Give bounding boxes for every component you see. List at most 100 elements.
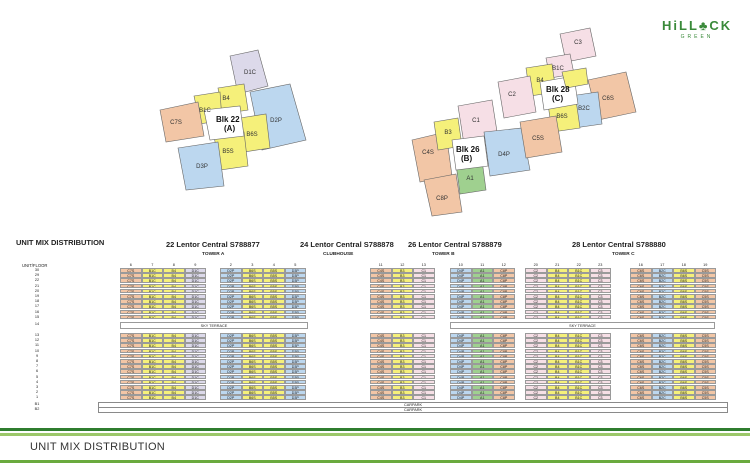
unit-cell: C6S: [630, 338, 652, 343]
column-number: 4: [272, 263, 275, 267]
floor-label: 11: [35, 343, 39, 348]
unit-cell: B1C: [141, 374, 163, 380]
unit-cell: B4: [546, 294, 568, 299]
unit-cell: C1: [413, 359, 435, 364]
unit-cell: C8P: [493, 314, 515, 320]
unit-cell: D1C: [184, 268, 206, 273]
unit-cell: C6S: [630, 348, 652, 354]
unit-cell: D1C: [184, 299, 206, 304]
unit-cell: A1: [471, 304, 493, 309]
unit-cell: B3: [391, 390, 413, 395]
unit-cell: B6S: [241, 395, 263, 400]
footer-bar: [0, 460, 750, 463]
unit-cell: B2C: [651, 338, 673, 343]
floor-label: 5: [35, 374, 39, 379]
unit-cell: D1C: [184, 348, 206, 354]
unit-cell: A1: [471, 359, 493, 364]
unit-cell: C7S: [120, 294, 142, 299]
unit-cell: C2: [525, 268, 547, 273]
unit-cell: C2: [525, 333, 547, 338]
unit-cell: C8P: [493, 359, 515, 364]
unit-cell: C8P: [493, 304, 515, 309]
unit-cell: B6S: [241, 304, 263, 309]
unit-cell: D3P: [284, 395, 306, 400]
unit-cell: D4P: [450, 379, 472, 385]
unit-cell: B6S: [673, 283, 695, 289]
unit-cell: B1C: [141, 333, 163, 338]
unit-cell: B1C: [141, 390, 163, 395]
floor-label: 2: [35, 390, 39, 395]
unit-cell: C7S: [120, 304, 142, 309]
unit-cell: C6S: [630, 395, 652, 400]
unit-cell: D2P: [220, 278, 242, 283]
unit-cell: D2P: [220, 299, 242, 304]
unit-b4-28: B4: [536, 78, 544, 84]
floor-label: 29: [34, 273, 40, 278]
unit-cell: D3P: [284, 364, 306, 369]
unit-cell: B4: [163, 294, 185, 299]
unit-cell: B6S: [673, 343, 695, 348]
unit-cell: C6S: [630, 309, 652, 315]
unit-cell: C4S: [370, 359, 392, 364]
unit-cell: B4: [546, 299, 568, 304]
unit-cell: D2P: [220, 364, 242, 369]
unit-cell: C8P: [493, 309, 515, 315]
unit-cell: B4: [546, 379, 568, 385]
unit-cell: B2C: [651, 278, 673, 283]
unit-cell: B1C: [568, 283, 590, 289]
unit-cell: B6S: [241, 338, 263, 343]
unit-cell: B4: [546, 353, 568, 359]
unit-cell: B4: [163, 390, 185, 395]
unit-cell: B2C: [651, 374, 673, 380]
unit-cell: C3: [589, 299, 611, 304]
unit-cell: B3: [391, 343, 413, 348]
unit-cell: D2P: [220, 283, 242, 289]
basement-label: B2: [34, 406, 40, 411]
unit-cell: D4P: [450, 314, 472, 320]
unit-cell: B6S: [673, 333, 695, 338]
unit-cell: B5S: [263, 374, 285, 380]
unit-cell: D3P: [284, 369, 306, 374]
unit-cell: A1: [471, 333, 493, 338]
unit-cell: B6S: [673, 379, 695, 385]
unit-cell: C6S: [630, 359, 652, 364]
unit-floor-label: UNIT/FLOOR: [22, 263, 48, 268]
unit-cell: C6S: [630, 353, 652, 359]
unit-cell: B4: [546, 278, 568, 283]
floor-label: 30: [34, 268, 40, 272]
unit-cell: B2C: [651, 390, 673, 395]
unit-cell: C6S: [630, 299, 652, 304]
unit-cell: B4: [546, 333, 568, 338]
unit-cell: C1: [413, 395, 435, 400]
unit-cell: B1C: [568, 304, 590, 309]
unit-cell: B1C: [141, 268, 163, 273]
unit-b5s: B5S: [222, 149, 233, 155]
unit-cell: C4S: [370, 309, 392, 315]
unit-cell: C6S: [630, 379, 652, 385]
floor-label: 20: [34, 288, 40, 293]
unit-cell: C8P: [493, 390, 515, 395]
unit-cell: B4: [163, 299, 185, 304]
unit-cell: B1C: [141, 314, 163, 320]
unit-cell: C2: [525, 299, 547, 304]
unit-cell: B5S: [263, 379, 285, 385]
floor-label: 14: [34, 322, 40, 326]
unit-cell: C4S: [370, 379, 392, 385]
unit-cell: D1C: [184, 338, 206, 343]
unit-d4p: D4P: [498, 152, 510, 158]
unit-cell: D3P: [284, 273, 306, 278]
unit-cell: C1: [413, 283, 435, 289]
unit-c4s: C4S: [422, 150, 434, 156]
unit-cell: C2: [525, 288, 547, 294]
unit-cell: D4P: [450, 299, 472, 304]
unit-cell: A1: [471, 348, 493, 354]
unit-cell: B6S: [673, 364, 695, 369]
unit-cell: C1: [413, 364, 435, 369]
column-number: 3: [251, 263, 254, 267]
unit-cell: C4S: [370, 343, 392, 348]
unit-cell: D4P: [450, 369, 472, 374]
unit-cell: B1C: [568, 369, 590, 374]
unit-cell: D2P: [220, 353, 242, 359]
unit-cell: D4P: [450, 283, 472, 289]
unit-cell: B2C: [651, 294, 673, 299]
